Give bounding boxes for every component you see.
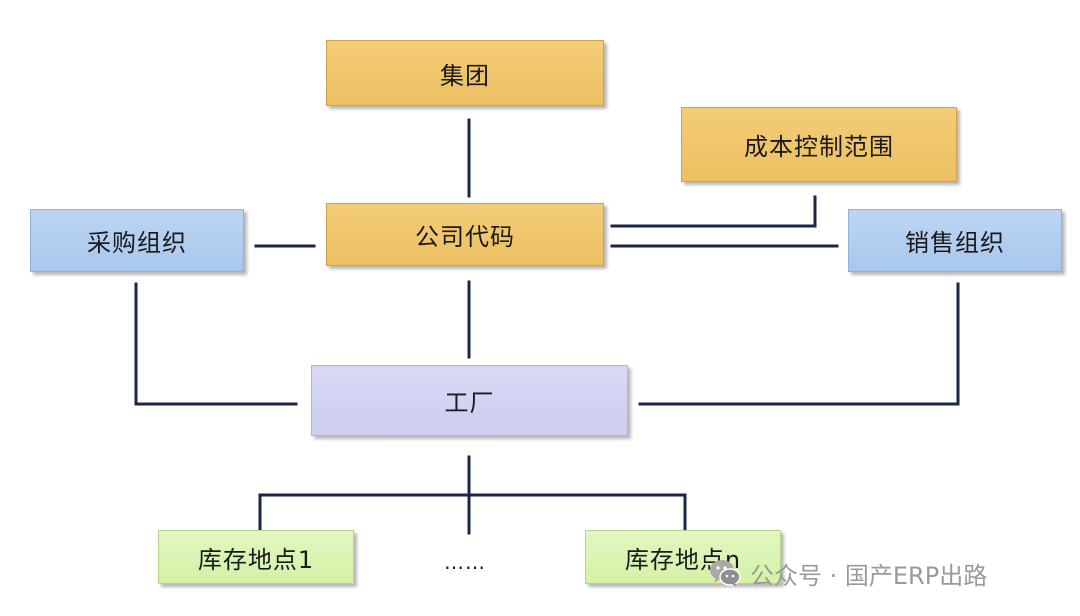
node-storage-location-1-label: 库存地点1 [197, 545, 315, 574]
watermark-text: 公众号 · 国产ERP出路 [750, 561, 988, 590]
connector-sales-plant [638, 282, 960, 406]
node-storage-location-n: 库存地点n [585, 530, 781, 584]
node-group: 集团 [326, 40, 604, 106]
node-cost-control-area-label: 成本控制范围 [744, 133, 894, 161]
connector-cost-control-company [610, 195, 817, 228]
node-company-code-label: 公司代码 [415, 223, 515, 251]
node-company-code: 公司代码 [326, 203, 604, 266]
wechat-icon [708, 556, 742, 590]
node-purchasing-org: 采购组织 [30, 209, 244, 272]
node-plant-label: 工厂 [444, 389, 495, 417]
connector-purchasing-plant [134, 282, 298, 406]
node-cost-control-area: 成本控制范围 [681, 107, 957, 182]
connector-storage-bus [258, 493, 687, 531]
ellipsis: …… [444, 550, 486, 574]
node-group-label: 集团 [440, 61, 490, 90]
node-plant: 工厂 [311, 365, 628, 436]
node-sales-org: 销售组织 [848, 209, 1062, 272]
node-purchasing-org-label: 采购组织 [87, 229, 187, 257]
node-sales-org-label: 销售组织 [905, 229, 1005, 257]
watermark: 公众号 · 国产ERP出路 [708, 556, 987, 590]
node-storage-location-1: 库存地点1 [158, 530, 354, 584]
